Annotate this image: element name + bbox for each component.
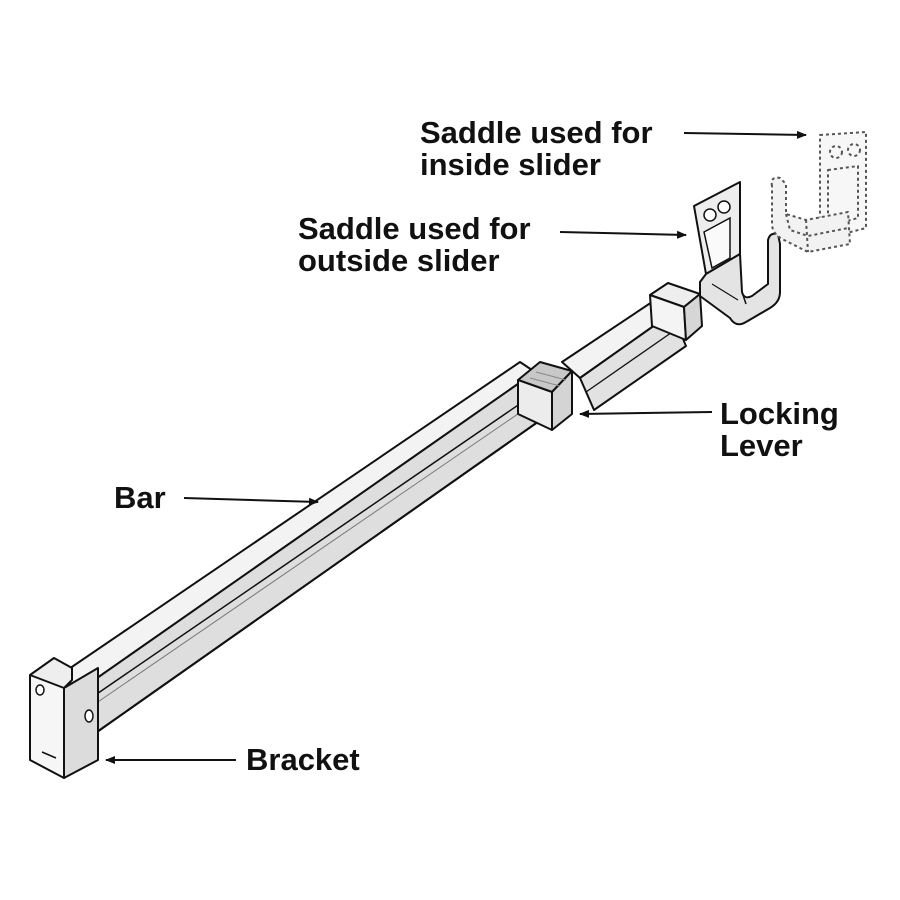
- leader-locking-lever: [579, 409, 713, 418]
- leader-saddle-outside: [559, 230, 687, 239]
- bar: [59, 361, 553, 733]
- label-saddle-inside-line1: Saddle used for: [420, 115, 653, 150]
- label-locking-lever: Locking Lever: [720, 398, 839, 462]
- saddle-inside: [770, 131, 867, 253]
- bracket: [29, 657, 99, 779]
- leader-bar: [183, 497, 319, 506]
- leader-saddle-inside: [683, 130, 807, 139]
- slider-end-cap: [649, 282, 703, 341]
- saddle-outside: [693, 181, 781, 326]
- label-saddle-inside-line2: inside slider: [420, 147, 601, 182]
- label-saddle-outside-line1: Saddle used for: [298, 211, 531, 246]
- locking-lever: [517, 361, 573, 431]
- label-saddle-outside-line2: outside slider: [298, 243, 500, 278]
- label-saddle-inside: Saddle used for inside slider: [420, 117, 653, 181]
- label-locking-lever-line1: Locking: [720, 396, 839, 431]
- leader-lines: [105, 130, 807, 764]
- label-saddle-outside: Saddle used for outside slider: [298, 213, 531, 277]
- label-locking-lever-line2: Lever: [720, 428, 803, 463]
- label-bar: Bar: [114, 480, 166, 515]
- label-bracket: Bracket: [246, 742, 360, 777]
